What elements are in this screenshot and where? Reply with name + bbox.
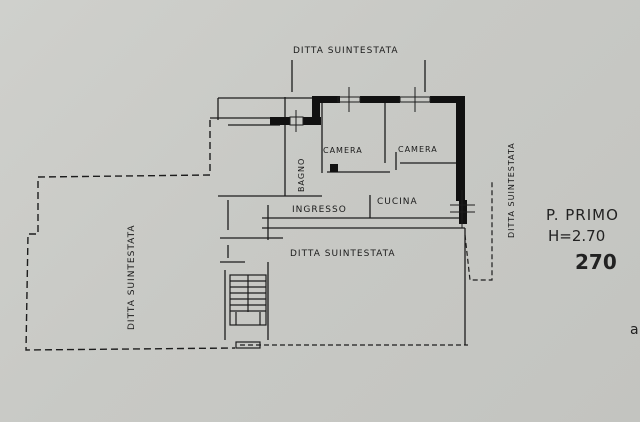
neighbor-label-center: DITTA SUINTESTATA	[290, 249, 396, 259]
neighbor-label-left: DITTA SUINTESTATA	[127, 224, 137, 330]
height-label: H=2.70	[548, 227, 606, 245]
height-handwritten: 270	[575, 250, 617, 274]
room-label-cucina: CUCINA	[377, 197, 418, 207]
room-label-camera-2: CAMERA	[398, 145, 438, 154]
neighbor-label-right: DITTA SUINTESTATA	[507, 142, 516, 238]
neighbor-outline-left	[25, 120, 236, 351]
floor-label: P. PRIMO	[546, 206, 619, 224]
margin-mark: a	[630, 322, 639, 338]
room-label-ingresso: INGRESSO	[292, 205, 347, 215]
room-label-camera-1: CAMERA	[323, 146, 363, 155]
windows	[289, 87, 475, 228]
staircase	[229, 274, 267, 349]
neighbor-label-top: DITTA SUINTESTATA	[293, 46, 399, 56]
room-label-bagno: BAGNO	[297, 157, 306, 192]
